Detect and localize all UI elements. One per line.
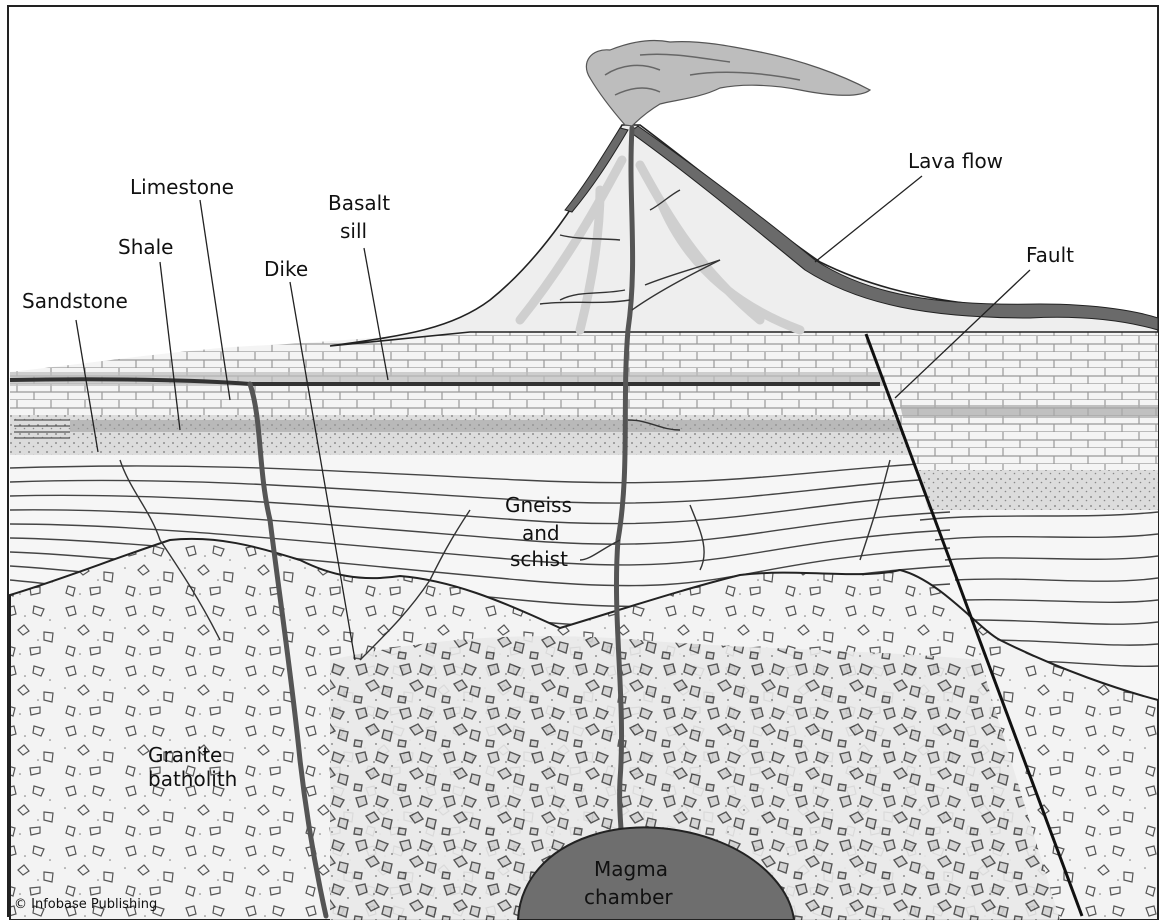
label-limestone: Limestone (130, 175, 234, 199)
label-granite-line1: Granite (148, 743, 222, 767)
sandstone-layer-offset (918, 470, 1158, 510)
label-lava-flow: Lava flow (908, 149, 1003, 173)
label-sandstone: Sandstone (22, 289, 128, 313)
label-fault: Fault (1026, 243, 1074, 267)
label-dike: Dike (264, 257, 308, 281)
label-magma-line1: Magma (594, 857, 668, 881)
label-shale: Shale (118, 235, 174, 259)
label-gneiss-line3: schist (510, 547, 568, 571)
shale-band-offset (900, 405, 1158, 418)
label-gneiss-line2: and (522, 521, 560, 545)
label-basalt-sill-line1: Basalt (328, 191, 390, 215)
label-granite-line2: batholith (148, 767, 237, 791)
copyright-credit: © Infobase Publishing (14, 897, 157, 912)
label-gneiss-line1: Gneiss (505, 493, 572, 517)
label-basalt-sill-line2: sill (340, 219, 367, 243)
shale-lower-band (70, 420, 908, 432)
label-magma-line2: chamber (584, 885, 673, 909)
